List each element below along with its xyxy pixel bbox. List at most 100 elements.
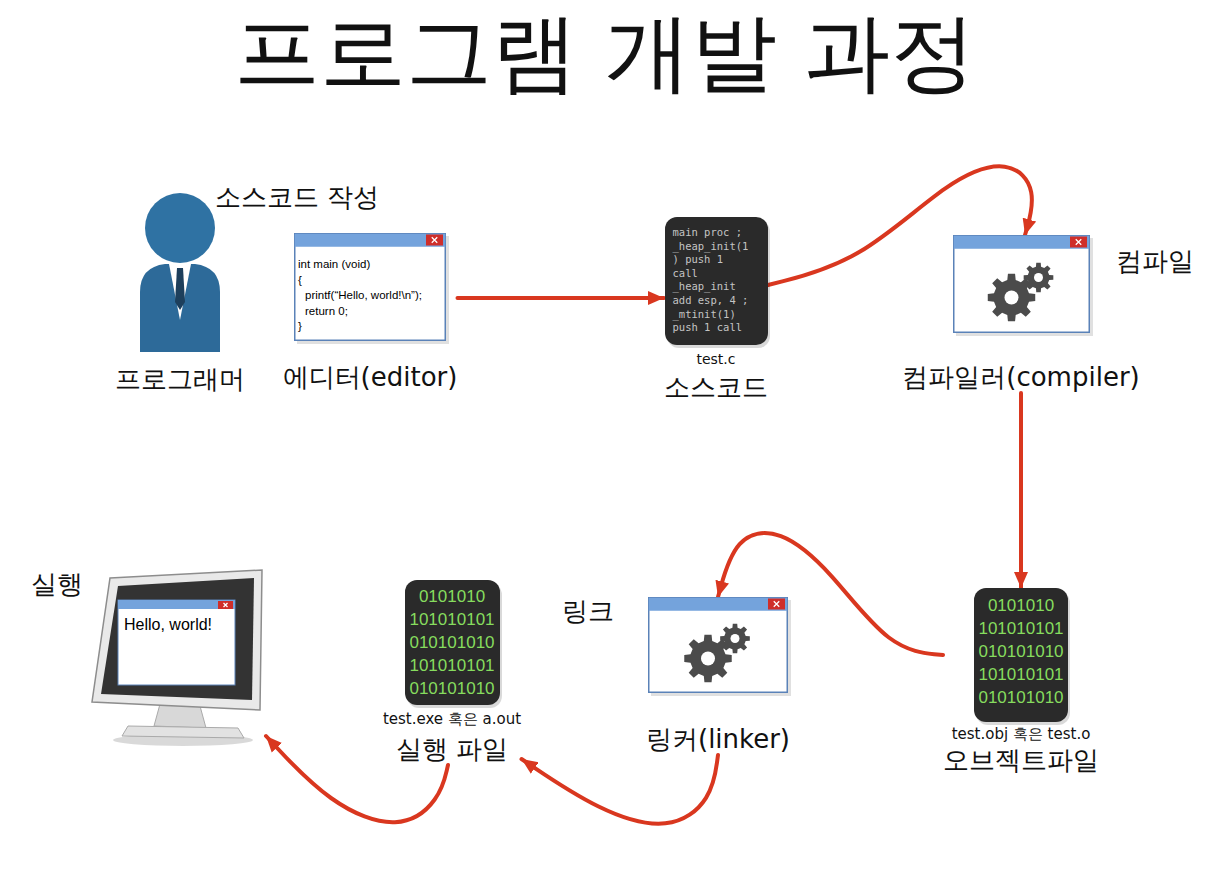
window-body (953, 235, 1090, 333)
code-line: return 0; (298, 304, 442, 320)
close-button (426, 235, 443, 246)
object-file-card: 0101010101010101010101010101010101010101… (943, 588, 1099, 776)
person-body (140, 264, 220, 352)
binary-line: 010101010 (978, 640, 1064, 663)
binary-line: 010101010 (409, 631, 496, 654)
gear (684, 635, 731, 682)
code-line: _heap_init(1 (673, 240, 762, 254)
caption: 소스코드 (664, 373, 768, 403)
linker-window: 링커(linker) (646, 597, 791, 755)
caption: 컴파일러(compiler) (902, 363, 1139, 393)
label-wrap: 컴파일 (1116, 247, 1194, 277)
figure-body (135, 192, 225, 352)
label-wrap: 소스코드 작성 (215, 183, 379, 213)
binary-line: 101010101 (978, 663, 1064, 686)
step-label: 소스코드 작성 (215, 183, 379, 213)
caption: 실행 파일 (396, 735, 508, 765)
binary-line: 101010101 (409, 608, 496, 631)
card-body: main proc ;_heap_init(1) push 1call_heap… (665, 217, 768, 345)
title-bar (118, 600, 235, 609)
step-label: 링크 (562, 597, 614, 627)
flow-arrow (522, 755, 719, 824)
binary-line: 101010101 (409, 654, 496, 677)
close-button (218, 601, 233, 609)
code-line: { (298, 273, 442, 289)
card-body: 0101010101010101010101010101010101010101… (974, 588, 1068, 722)
window-graphic (953, 235, 1090, 333)
gear (987, 274, 1034, 321)
caption-wrap: test.exe 혹은 a.out (383, 711, 521, 728)
close-cross (774, 601, 780, 607)
programmer-figure: 프로그래머 (115, 192, 245, 395)
source-code-card: main proc ;_heap_init(1) push 1call_heap… (664, 217, 768, 403)
executable-card: 0101010101010101010101010101010101010101… (383, 580, 522, 765)
code-line: int main (void) (298, 257, 442, 273)
caption: 에디터(editor) (283, 363, 458, 393)
monitor-base (122, 726, 244, 738)
caption: 프로그래머 (115, 365, 245, 395)
binary-line: 010101010 (409, 677, 496, 700)
monitor-graphic (88, 568, 266, 748)
code-line: _mtinit(1) (673, 308, 762, 322)
code-line: printf(“Hello, world!\n”); (298, 288, 442, 304)
code-line: call (673, 267, 762, 281)
gear-icon (684, 624, 750, 683)
text-area: int main (void){printf(“Hello, world!\n”… (298, 257, 442, 335)
label-wrap: 링크 (562, 597, 614, 627)
screen-text: Hello, world! (124, 615, 236, 635)
window-body: int main (void){printf(“Hello, world!\n”… (294, 233, 446, 341)
close-cross (432, 237, 438, 243)
text-area: 0101010101010101010101010101010101010101… (978, 594, 1064, 709)
caption-wrap: 프로그래머 (115, 365, 245, 395)
gear-icon (987, 263, 1053, 322)
flow-arrow (1019, 393, 1023, 588)
caption-wrap: 오브젝트파일 (943, 746, 1099, 776)
person-head (145, 193, 215, 263)
screen-window (118, 600, 235, 685)
text-area: 0101010101010101010101010101010101010101… (409, 585, 496, 700)
code-line: ) push 1 (673, 253, 762, 267)
card-body: 0101010101010101010101010101010101010101… (405, 580, 500, 705)
close-cross (224, 603, 228, 607)
title-bar (295, 234, 446, 247)
window-frame (649, 598, 788, 693)
step-label: 컴파일 (1116, 247, 1194, 277)
code-line: add esp, 4 ; (673, 294, 762, 308)
monitor-frame (92, 570, 262, 710)
caption-wrap: test.obj 혹은 test.o (952, 726, 1091, 743)
text-area: Hello, world! (124, 615, 236, 635)
gear-hole (1004, 291, 1018, 305)
code-line: _heap_init (673, 280, 762, 294)
gear (1023, 263, 1053, 293)
binary-line: 010101010 (978, 686, 1064, 709)
file-card (405, 580, 500, 705)
window-frame (295, 234, 446, 341)
close-cross (1075, 239, 1081, 245)
caption-wrap: 실행 파일 (396, 735, 508, 765)
monitor-screen (101, 578, 254, 700)
title-wrap: 프로그램 개발 과정 (0, 4, 1210, 100)
compiler-window: 컴파일러(compiler) (902, 235, 1140, 393)
gear-hole (731, 634, 740, 643)
caption-wrap: 에디터(editor) (283, 363, 458, 393)
monitor: Hello, world! (88, 568, 266, 748)
file-card (974, 588, 1068, 722)
title-bar (649, 598, 788, 611)
person-shirt (169, 264, 191, 320)
caption-wrap: 컴파일러(compiler) (902, 363, 1139, 393)
title-bar (953, 236, 1089, 249)
code-line: push 1 call (673, 321, 762, 335)
caption: test.exe 혹은 a.out (383, 711, 521, 728)
window-graphic (294, 233, 446, 341)
gear-hole (701, 652, 715, 666)
text-area: main proc ;_heap_init(1) push 1call_heap… (673, 226, 762, 335)
diagram-title: 프로그램 개발 과정 (0, 4, 1210, 100)
monitor-body: Hello, world! (88, 568, 266, 748)
window-graphic (648, 597, 788, 693)
binary-line: 0101010 (978, 594, 1064, 617)
editor-window: int main (void){printf(“Hello, world!\n”… (283, 233, 458, 393)
gear-hole (1034, 273, 1043, 282)
caption: test.c (696, 351, 735, 367)
label-wrap: 실행 (31, 570, 83, 600)
